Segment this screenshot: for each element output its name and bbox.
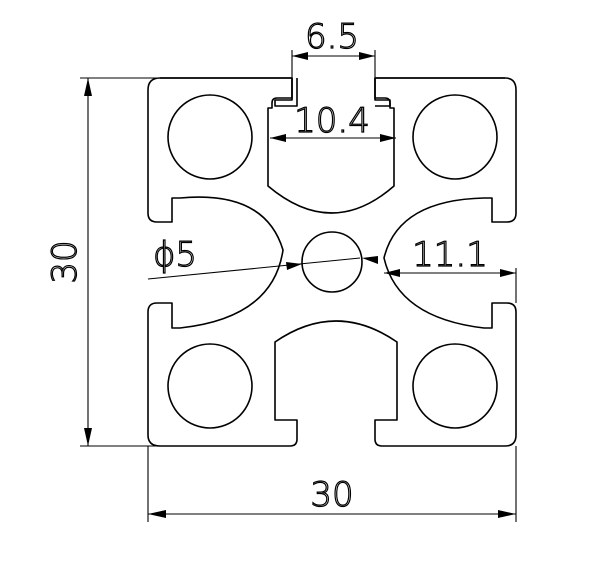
- dim-hole-arrow-left: [286, 262, 302, 270]
- dim-slot-inner-arrow-right: [380, 134, 396, 142]
- dim-slot-inner-label: 10.4: [294, 101, 370, 141]
- dim-height-arrow-bottom: [84, 428, 92, 446]
- dim-width-label: 30: [310, 475, 353, 515]
- dim-groove-arrow-left: [384, 269, 400, 277]
- corner-hole-top-right: [412, 94, 498, 180]
- dim-hole-leader: [147, 257, 361, 280]
- corner-hole-bottom-right: [412, 343, 498, 429]
- corner-hole-bottom-left: [167, 343, 253, 429]
- corner-hole-top-left: [167, 94, 253, 180]
- dim-hole-label: ϕ5: [153, 235, 197, 275]
- dim-groove-label: 11.1: [412, 235, 488, 275]
- dim-width-arrow-right: [498, 510, 516, 518]
- dim-groove-arrow-right: [500, 269, 516, 277]
- dim-height-label: 30: [45, 240, 85, 283]
- dim-hole-arrow-right: [362, 256, 378, 264]
- dim-slot-inner-arrow-left: [270, 134, 286, 142]
- dim-slot-label: 6.5: [305, 17, 359, 57]
- dim-slot-arrow-right: [359, 52, 375, 60]
- dim-slot-arrow-left: [292, 52, 308, 60]
- dim-width-arrow-left: [148, 510, 166, 518]
- top-slot-edge: [160, 77, 505, 214]
- dim-height-arrow-top: [84, 78, 92, 96]
- center-hole: [301, 231, 363, 293]
